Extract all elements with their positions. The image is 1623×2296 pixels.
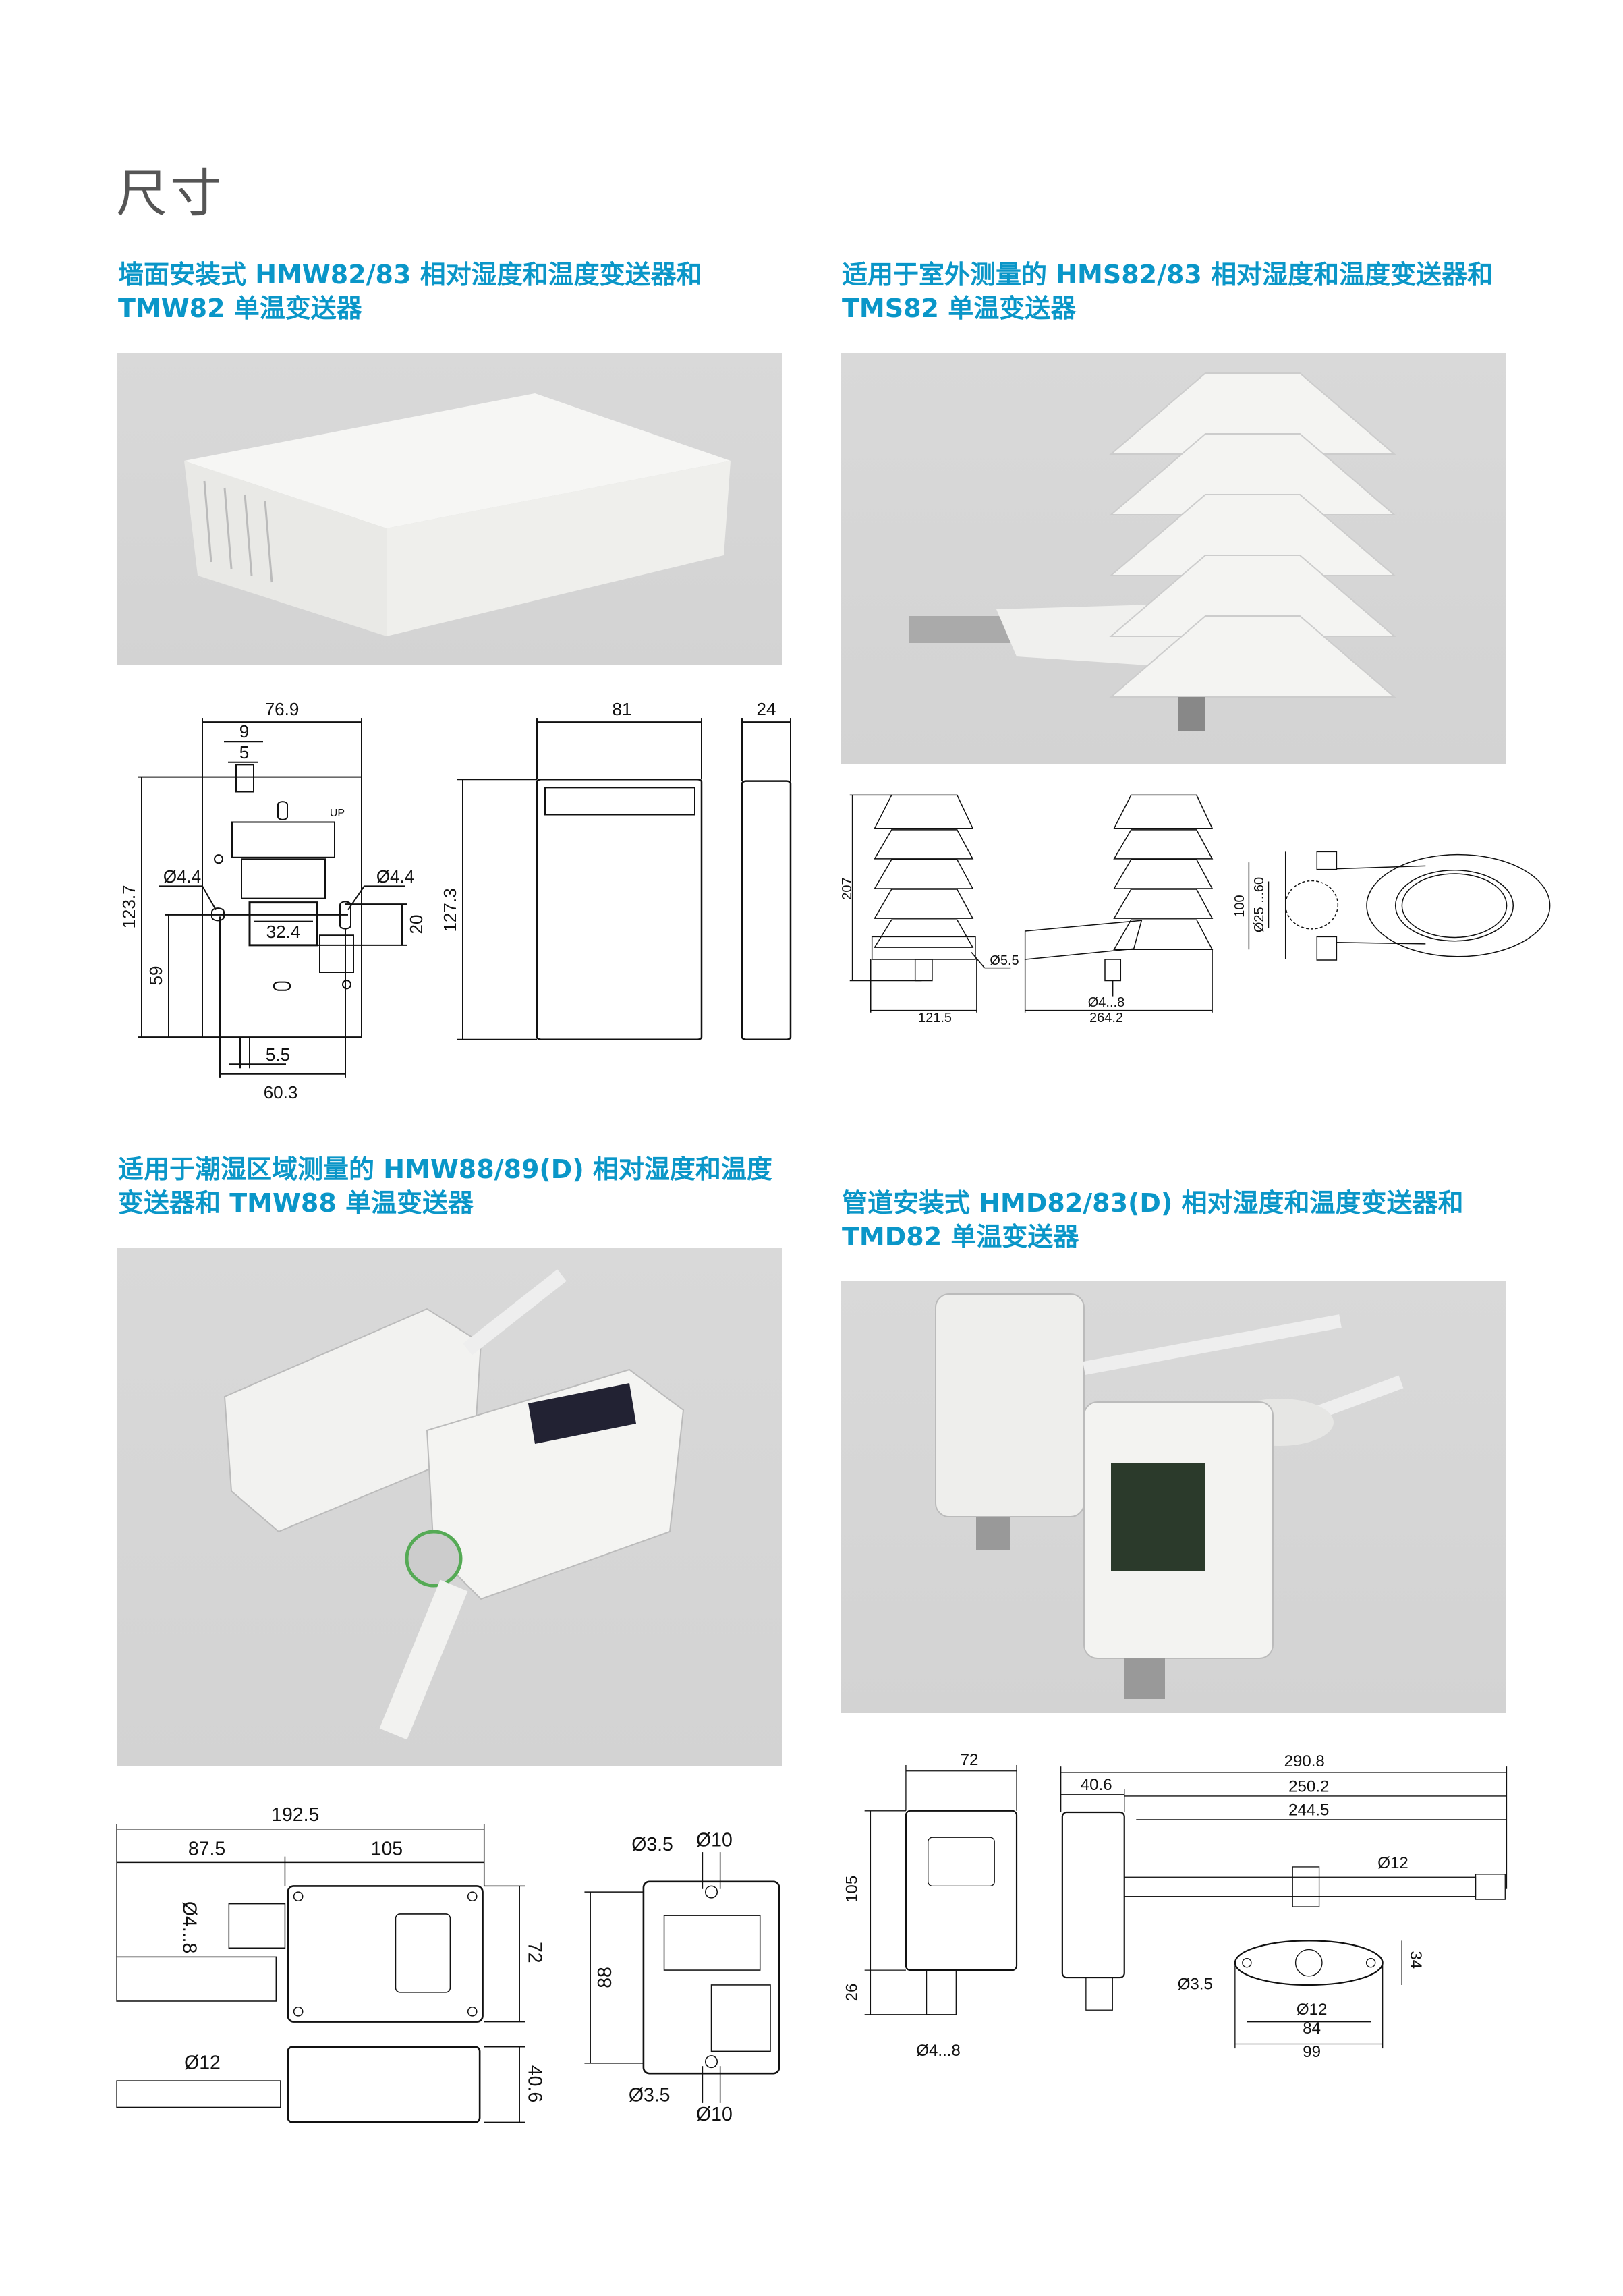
duct-transmitter-image	[935, 1293, 1404, 1699]
dim-5: 5	[239, 742, 249, 762]
dim-cable: Ø4...8	[916, 2042, 961, 2060]
heading-line: 适用于室外测量的 HMS82/83 相对湿度和温度变送器和	[842, 260, 1493, 289]
drawing-hmd82-dimensions: 72 105 26 Ø4...8 290.8 40.6 250.2 244.5 …	[843, 1751, 1508, 2061]
radiation-shield-image	[909, 372, 1396, 731]
dim-total: 290.8	[1284, 1752, 1325, 1770]
dim-flange-height: 34	[1406, 1951, 1425, 1969]
dim-bottom-d: Ø10	[696, 2104, 733, 2125]
dim-flange-hole: Ø3.5	[1178, 1976, 1213, 1994]
wall-transmitter-image	[184, 393, 731, 636]
dim-front-height: 127.3	[440, 888, 460, 932]
dim-width: 72	[961, 1751, 979, 1769]
section-heading-hmw82: 墙面安装式 HMW82/83 相对湿度和温度变送器和 TMW82 单温变送器	[118, 258, 702, 325]
dim-front-width: 81	[613, 699, 632, 719]
section-heading-hmw88: 适用于潮湿区域测量的 HMW88/89(D) 相对湿度和温度变送器和 TMW88…	[118, 1152, 772, 1220]
wet-transmitter-image	[223, 1269, 685, 1740]
dim-5-5: 5.5	[266, 1044, 290, 1065]
dim-cable: Ø4...8	[179, 1901, 200, 1953]
dim-60-3: 60.3	[264, 1082, 298, 1102]
product-photo-hms82	[841, 353, 1506, 764]
heading-line: TMD82 单温变送器	[842, 1222, 1079, 1252]
dim-bottom-hole: Ø3.5	[629, 2085, 671, 2106]
dim-pipe: Ø25 ...60	[1252, 877, 1267, 932]
heading-line: 适用于潮湿区域测量的 HMW88/89(D) 相对湿度和温度	[118, 1154, 772, 1184]
dim-height: 72	[523, 1942, 545, 1963]
dim-cable: Ø4...8	[1088, 995, 1124, 1010]
section-heading-hms82: 适用于室外测量的 HMS82/83 相对湿度和温度变送器和 TMS82 单温变送器	[842, 258, 1493, 325]
dim-9: 9	[239, 721, 249, 741]
page-title: 尺寸	[116, 163, 224, 223]
dim-width-overall: 76.9	[265, 699, 300, 719]
dim-gland-height: 26	[843, 1984, 861, 2002]
product-photo-hmw88	[117, 1248, 782, 1766]
dim-top-d: Ø10	[696, 1829, 733, 1851]
heading-line: 变送器和 TMW88 单温变送器	[118, 1188, 474, 1218]
up-label: UP	[330, 808, 345, 819]
dim-side-width: 24	[757, 699, 776, 719]
dim-59: 59	[146, 966, 166, 986]
dim-20: 20	[406, 915, 426, 934]
dim-right: 105	[371, 1838, 403, 1859]
dim-depth: 40.6	[1081, 1776, 1112, 1794]
drawing-hmw82-dimensions: 76.9 9 5 Ø4.4 Ø4.4 123.7 59 32.4 20 5.5 …	[119, 699, 796, 1102]
dim-flange-84: 84	[1303, 2019, 1321, 2038]
dim-side-height: 88	[594, 1967, 616, 1988]
dim-height: 207	[840, 877, 855, 899]
dim-250-2: 250.2	[1288, 1777, 1329, 1795]
drawing-hmw88-dimensions: 192.5 87.5 105 Ø4...8 72 Ø12 40.6 88 Ø3.…	[116, 1804, 780, 2125]
dim-hole: Ø5.5	[990, 953, 1019, 968]
dim-width-front: 121.5	[918, 1011, 952, 1026]
dim-height: 105	[843, 1876, 861, 1903]
heading-line: 管道安装式 HMD82/83(D) 相对湿度和温度变送器和	[842, 1188, 1464, 1218]
dim-hole-left: Ø4.4	[163, 866, 201, 887]
heading-line: TMS82 单温变送器	[842, 293, 1077, 323]
dim-244-5: 244.5	[1288, 1801, 1329, 1819]
product-photo-hmd82	[841, 1281, 1506, 1713]
dim-left: 87.5	[188, 1838, 225, 1859]
product-photo-hmw82	[117, 353, 782, 665]
heading-line: 墙面安装式 HMW82/83 相对湿度和温度变送器和	[118, 260, 702, 289]
dim-clamp-height: 100	[1232, 895, 1247, 917]
dim-total: 192.5	[271, 1804, 319, 1826]
dim-flange-99: 99	[1303, 2043, 1321, 2061]
dim-width-side: 264.2	[1089, 1011, 1123, 1026]
dim-depth: 40.6	[523, 2065, 545, 2102]
dim-32-4: 32.4	[266, 922, 301, 942]
dim-probe: Ø12	[184, 2052, 221, 2074]
drawing-hms82-dimensions: 207 Ø5.5 121.5 Ø4...8 264.2 100 Ø25 ...6…	[840, 789, 1518, 1026]
dim-height: 123.7	[119, 885, 139, 928]
dim-probe: Ø12	[1377, 1854, 1408, 1872]
section-heading-hmd82: 管道安装式 HMD82/83(D) 相对湿度和温度变送器和 TMD82 单温变送器	[842, 1186, 1464, 1254]
dim-hole-right: Ø4.4	[376, 866, 414, 887]
heading-line: TMW82 单温变送器	[118, 293, 362, 323]
dim-flange-d: Ø12	[1297, 2000, 1327, 2019]
dim-top-hole: Ø3.5	[631, 1834, 673, 1855]
